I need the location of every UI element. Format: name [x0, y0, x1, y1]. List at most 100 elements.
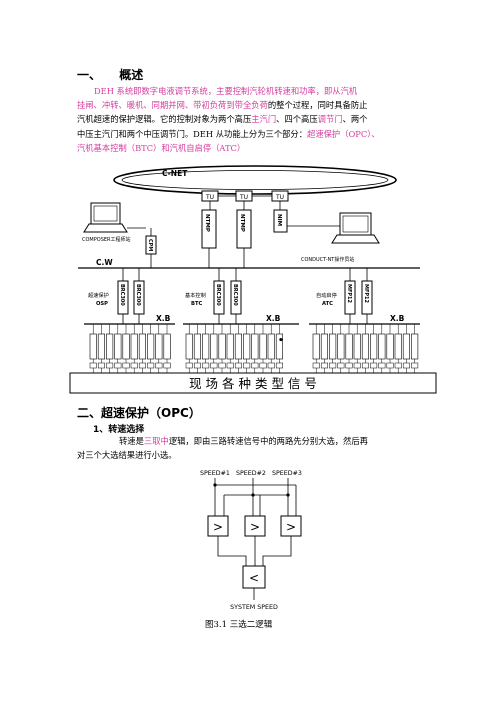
section-2-title: 超速保护（OPC）: [101, 406, 201, 420]
max-select-block-2: >: [244, 515, 266, 537]
terminal-block: [185, 362, 193, 369]
speed-para-line-1: 转速是三取中逻辑，即由三路转速信号中的两路先分别大选，然后再: [77, 434, 447, 448]
terminal-block: [193, 362, 201, 369]
field-signals-label: 现 场 各 种 类 型 信 号: [189, 376, 317, 391]
speed-para-pink: 三取中: [143, 436, 169, 446]
io-module-rows: [89, 324, 419, 373]
para-line-3-b: 主汽门: [251, 114, 277, 125]
conductor-computer-icon: [331, 212, 380, 244]
btc-module-2-label: BRC300: [232, 284, 238, 306]
terminal-block: [226, 362, 234, 369]
cpm-label: CPM: [147, 239, 153, 251]
nis-module: NTMP: [201, 209, 217, 249]
group-osp-abbr: OSP: [96, 301, 108, 307]
terminal-block: [114, 362, 122, 369]
terminal-block: [251, 362, 259, 369]
terminal-block: [234, 362, 242, 369]
terminal-block: [163, 362, 171, 369]
ntmp-label: NTMP: [239, 214, 245, 232]
para-line-3-d: 调节门: [317, 114, 343, 125]
terminal-block: [361, 362, 369, 369]
cnet-label: C-NET: [162, 169, 188, 178]
section-1-number: 一、: [77, 68, 102, 82]
terminal-block: [243, 362, 251, 369]
terminal-block: [138, 362, 146, 369]
terminal-block: [370, 362, 378, 369]
nim-module: NIM: [273, 209, 288, 233]
terminal-block: [267, 362, 275, 369]
para-line-2-rest: 的整个过程，同时具备防止: [267, 100, 368, 111]
group-osp-name: 超速保护: [88, 291, 109, 299]
max-symbol-3: >: [286, 520, 296, 534]
terminal-block: [130, 362, 138, 369]
para-line-5: 汽机基本控制（BTC）和汽机自启停（ATC）: [77, 142, 246, 153]
terminal-block: [106, 362, 114, 369]
xb-label-2: X.B: [266, 314, 281, 323]
terminal-block: [218, 362, 226, 369]
terminal-block: [312, 362, 320, 369]
para-line-2-pink: 挂闸、冲转、暖机、同期并网、带初负荷到带全负荷: [77, 100, 268, 111]
xb-label-3: X.B: [390, 314, 405, 323]
group-atc-name: 自动启停: [316, 291, 337, 299]
terminal-block: [378, 362, 386, 369]
overview-paragraph: DEH 系统即数字电液调节系统，主要控制汽轮机转速和功率，即从汽机 挂闸、冲转、…: [77, 84, 437, 155]
section-2-number: 二、: [77, 406, 102, 420]
terminal-block: [402, 362, 410, 369]
terminal-block: [97, 362, 105, 369]
terminal-block: [394, 362, 402, 369]
cw-label: C.W: [96, 258, 113, 267]
composer-computer-icon: [83, 202, 128, 233]
dots-separator: •: [278, 336, 284, 346]
terminal-block: [275, 362, 283, 369]
speed-input-2: SPEED#2: [236, 470, 266, 477]
max-select-block-1: >: [207, 515, 229, 537]
osp-module-1-label: BRC300: [119, 284, 125, 306]
max-symbol-2: >: [250, 520, 260, 534]
para-line-1: DEH 系统即数字电液调节系统，主要控制汽轮机转速和功率，即从汽机: [94, 86, 358, 96]
terminal-block: [345, 362, 353, 369]
min-select-block: <: [242, 565, 266, 589]
speed-select-paragraph: 转速是三取中逻辑，即由三路转速信号中的两路先分别大选，然后再 对三个大选结果进行…: [77, 434, 447, 462]
para-line-2: 挂闸、冲转、暖机、同期并网、带初负荷到带全负荷的整个过程，同时具备防止: [77, 98, 437, 112]
para-line-4-a: 中压主汽门和两个中压调节门。DEH 从功能上分为三个部分：: [77, 128, 308, 139]
para-line-3: 汽机超速的保护逻辑。它的控制对象为两个高压主汽门、四个高压调节门、两个: [77, 112, 437, 126]
max-symbol-1: >: [213, 520, 223, 534]
composer-label: COMPOSER工程师站: [82, 236, 131, 243]
nim-label: NIM: [276, 214, 282, 226]
tu-label-1: TU: [205, 194, 214, 201]
cnet-ring: [113, 165, 397, 195]
speed-input-3: SPEED#3: [272, 470, 302, 477]
para-line-3-a: 汽机超速的保护逻辑。它的控制对象为两个高压: [77, 114, 252, 125]
terminal-block: [320, 362, 328, 369]
atc-module-1-label: MFP12: [346, 284, 352, 304]
max-select-block-3: >: [280, 515, 302, 537]
terminal-block: [202, 362, 210, 369]
terminal-block: [353, 362, 361, 369]
subsection-heading: 1、转速选择: [93, 425, 145, 435]
group-btc-name: 基本控制: [185, 291, 206, 299]
section-2-heading: 二、超速保护（OPC）: [77, 404, 201, 421]
group-btc-abbr: BTC: [191, 301, 202, 307]
nis-label: NTMP: [204, 214, 210, 232]
speed-para-a: 转速是: [119, 436, 144, 446]
terminal-block: [329, 362, 337, 369]
osp-module-2-label: BRC300: [135, 284, 141, 306]
para-line-4-b: 超速保护（OPC）、: [307, 128, 380, 139]
terminal-block: [337, 362, 345, 369]
para-line-3-e: 、两个: [342, 114, 368, 125]
terminal-block: [386, 362, 394, 369]
speed-para-b: 逻辑，即由三路转速信号中的两路先分别大选，然后再: [168, 436, 368, 446]
ntmp-module: NTMP: [236, 209, 252, 249]
system-speed-label: SYSTEM SPEED: [230, 604, 278, 611]
terminal-block: [210, 362, 218, 369]
tu-label-3: TU: [275, 194, 284, 201]
cnet-ring-inner: [121, 170, 389, 190]
para-line-4: 中压主汽门和两个中压调节门。DEH 从功能上分为三个部分：超速保护（OPC）、: [77, 127, 437, 141]
field-signals-box: [69, 372, 437, 394]
terminal-block: [411, 362, 419, 369]
xb-label-1: X.B: [156, 314, 171, 323]
figure-caption: 图3.1 三选二逻辑: [205, 620, 273, 630]
group-atc-abbr: ATC: [322, 301, 333, 307]
min-symbol: <: [249, 571, 259, 585]
